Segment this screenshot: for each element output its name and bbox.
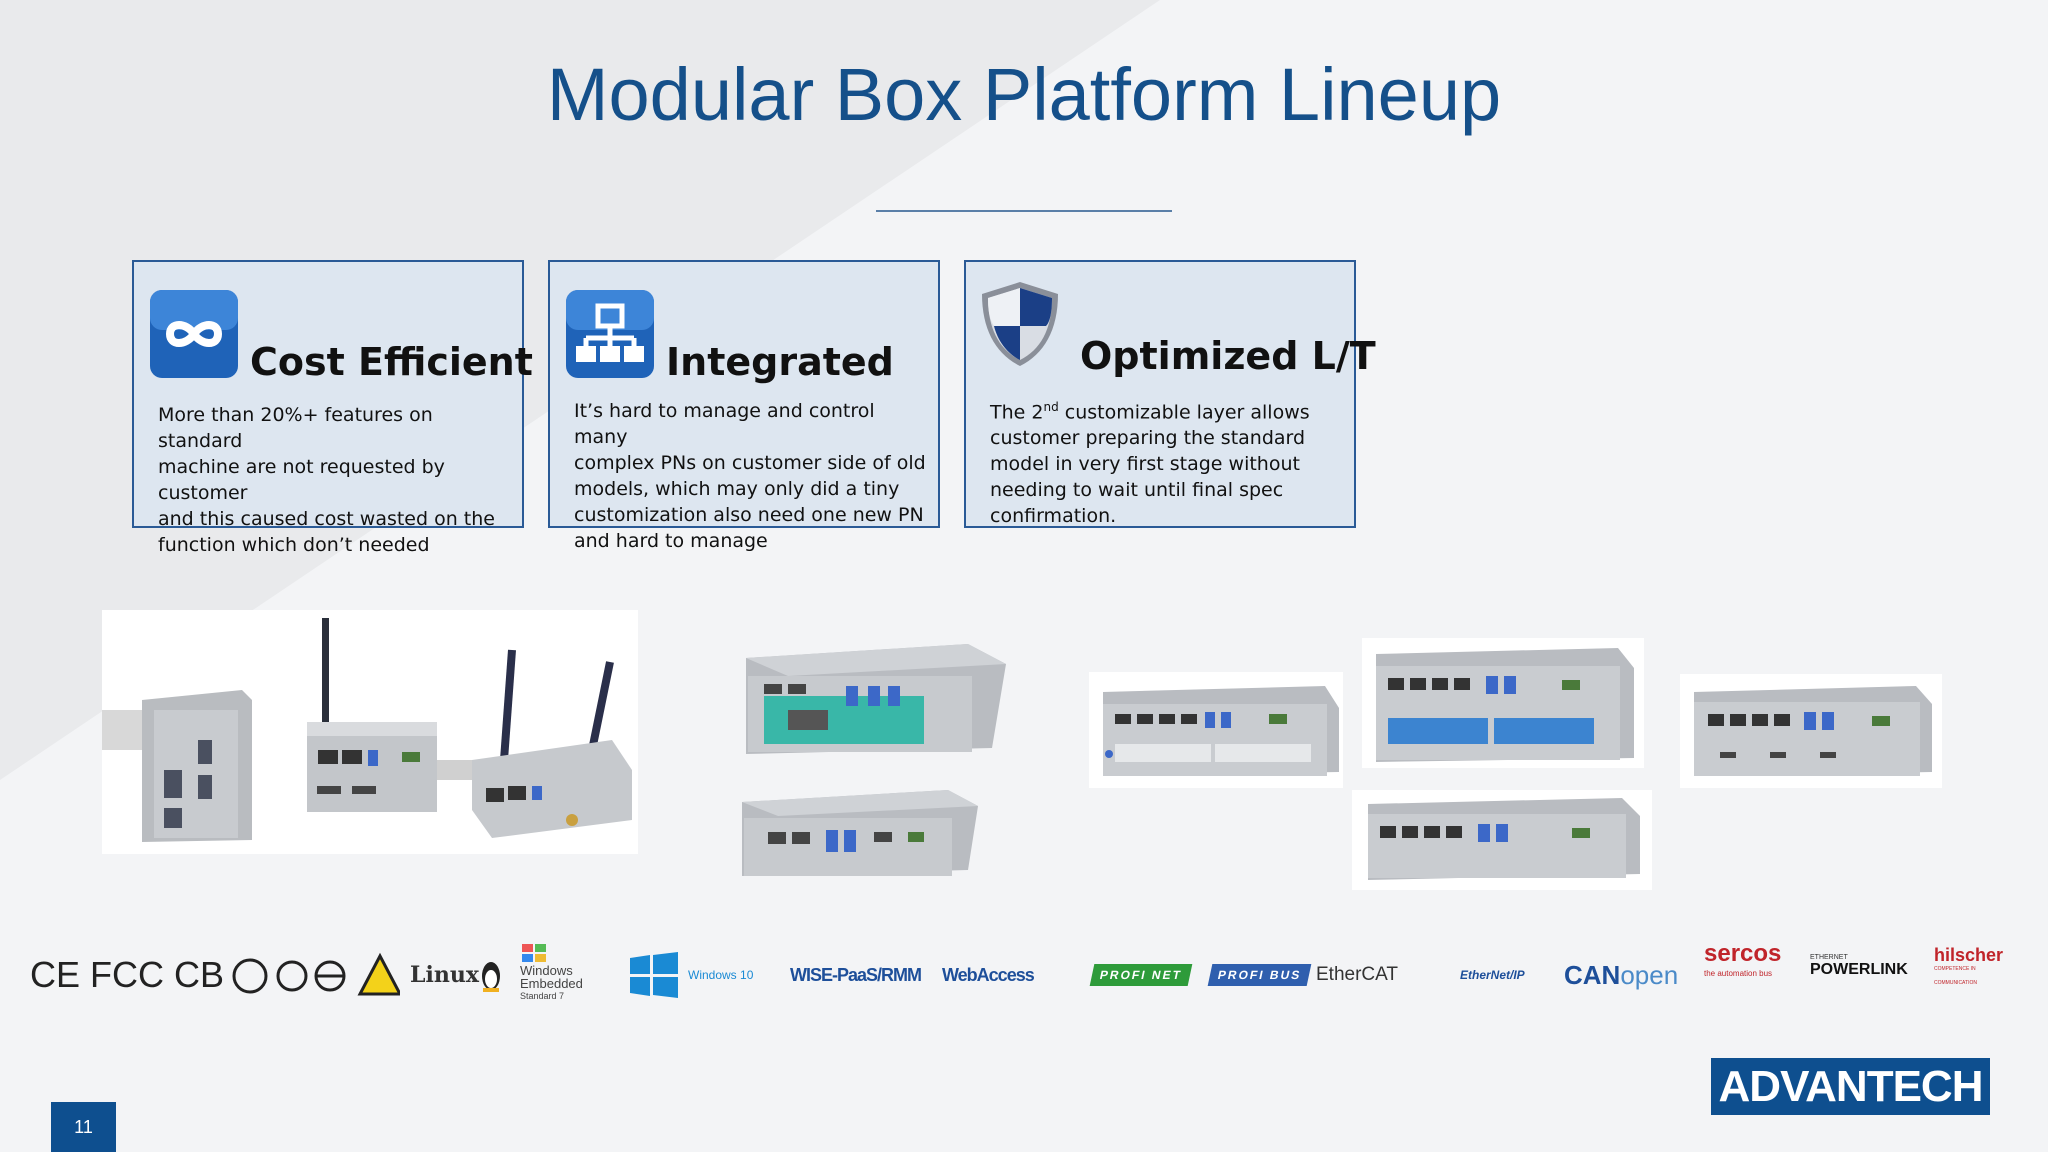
tux-icon bbox=[481, 962, 500, 992]
product-photo-box-f bbox=[1680, 674, 1942, 788]
product-photo-box-a bbox=[728, 636, 1008, 762]
card-line: More than 20%+ features on standard bbox=[158, 404, 433, 452]
card-optimized-lt: Optimized L/T The 2nd customizable layer… bbox=[964, 260, 1376, 529]
card-cost-efficient: Cost Efficient More than 20%+ features o… bbox=[132, 260, 533, 556]
card-integrated: Integrated It’s hard to manage and contr… bbox=[548, 260, 940, 552]
product-photo-box-c bbox=[1089, 672, 1343, 788]
card-line: models, which may only did a tiny bbox=[574, 478, 900, 500]
card-line: and hard to manage bbox=[574, 530, 768, 552]
windows-10-logo: Windows 10 bbox=[630, 940, 753, 1010]
card-body: More than 20%+ features on standard mach… bbox=[158, 402, 518, 558]
page-number: 11 bbox=[51, 1102, 116, 1152]
profibus-logo: PROFI BUS bbox=[1207, 940, 1312, 1010]
card-line: model in very first stage without bbox=[990, 453, 1300, 476]
windows-icon bbox=[630, 952, 678, 998]
card-line: and this caused cost wasted on the bbox=[158, 508, 495, 530]
product-photo-box-b bbox=[728, 784, 982, 884]
certification-marks: CE FCC CB bbox=[30, 940, 401, 1010]
card-title: Integrated bbox=[666, 340, 894, 384]
card-line: function which don’t needed bbox=[158, 534, 430, 556]
sercos-logo: sercos the automation bus bbox=[1704, 940, 1782, 979]
windows-embedded-logo: Windows Embedded Standard 7 bbox=[520, 942, 583, 1012]
card-line: needing to wait until final spec bbox=[990, 479, 1284, 502]
card-line: It’s hard to manage and control many bbox=[574, 400, 875, 448]
powerlink-logo: ETHERNET POWERLINK bbox=[1810, 954, 1908, 978]
wise-paas-logo: WISE-PaaS/RMM bbox=[790, 964, 922, 985]
card-body: It’s hard to manage and control many com… bbox=[574, 398, 934, 554]
profinet-logo: PROFI NET bbox=[1089, 940, 1193, 1010]
product-photo-compact-series bbox=[102, 610, 638, 854]
webaccess-logo: WebAccess bbox=[942, 964, 1035, 985]
hilscher-logo: hilscher COMPETENCE IN COMMUNICATION bbox=[1934, 945, 2004, 986]
card-title: Optimized L/T bbox=[1080, 334, 1376, 378]
windows-flag-icon bbox=[522, 944, 546, 962]
advantech-logo: ADVANTECH bbox=[1711, 1058, 1990, 1115]
title-underline bbox=[876, 210, 1172, 212]
network-hierarchy-icon bbox=[566, 290, 654, 378]
product-photo-box-d bbox=[1362, 638, 1644, 768]
shield-icon bbox=[982, 282, 1058, 366]
ethernet-ip-logo: EtherNet/IP bbox=[1460, 968, 1525, 982]
card-line: complex PNs on customer side of old bbox=[574, 452, 926, 474]
card-line: customization also need one new PN bbox=[574, 504, 924, 526]
infinity-icon bbox=[150, 290, 238, 378]
card-body: The 2nd customizable layer allows custom… bbox=[990, 394, 1350, 529]
card-line: confirmation. bbox=[990, 505, 1117, 528]
card-line: machine are not requested by customer bbox=[158, 456, 445, 504]
linux-logo: Linux bbox=[410, 940, 503, 1010]
cert-icons bbox=[232, 952, 401, 996]
card-line: customer preparing the standard bbox=[990, 427, 1306, 450]
ethercat-logo: EtherCAT bbox=[1316, 964, 1399, 985]
slide-title: Modular Box Platform Lineup bbox=[546, 53, 1502, 136]
product-photo-box-e bbox=[1352, 790, 1652, 890]
card-line: The 2nd customizable layer allows bbox=[990, 400, 1310, 424]
card-title: Cost Efficient bbox=[250, 340, 533, 384]
logo-row: CE FCC CB Linux Windows Embedded Standar… bbox=[0, 940, 2048, 1020]
